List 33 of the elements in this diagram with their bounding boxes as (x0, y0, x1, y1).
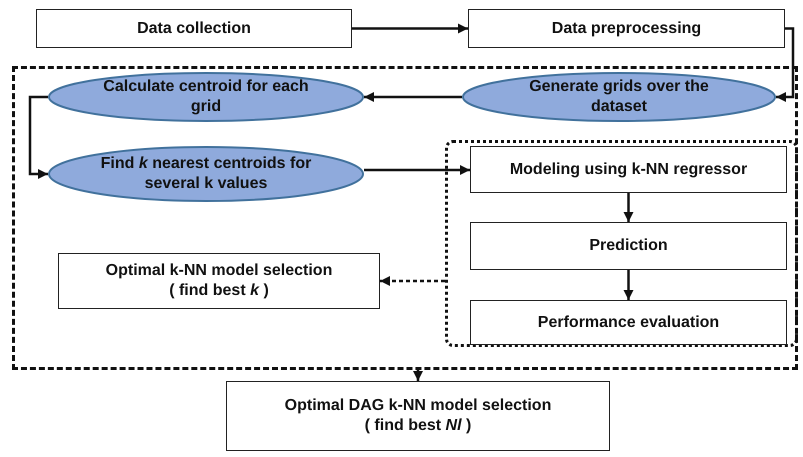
node-label: Data preprocessing (550, 18, 702, 38)
node-label: Calculate centroid for each grid (102, 77, 310, 117)
arrow (624, 193, 634, 222)
arrow (776, 27, 794, 102)
node-label: Optimal k-NN model selection (104, 261, 334, 281)
process-box (470, 146, 787, 193)
node-label: ( find best k ) (168, 281, 270, 301)
arrow (380, 276, 445, 286)
node-label: Prediction (588, 236, 669, 256)
node-label: Modeling using k-NN regressor (508, 160, 748, 180)
process-box (226, 381, 610, 451)
node-label: Performance evaluation (536, 312, 720, 332)
arrow (624, 270, 634, 300)
process-box (470, 222, 787, 270)
node-label: Optimal DAG k-NN model selection (284, 396, 552, 416)
node-label: Generate grids over the dataset (528, 77, 710, 117)
dotted-group-box (445, 140, 798, 347)
node-label: ( find best Nl ) (364, 416, 472, 436)
process-box (470, 300, 787, 345)
process-ellipse (48, 72, 364, 122)
arrow (364, 92, 462, 102)
arrow (28, 96, 48, 179)
process-box (36, 9, 352, 48)
arrow (352, 24, 468, 34)
process-ellipse (48, 146, 364, 202)
dashed-group-box (12, 66, 798, 370)
node-label: Data collection (136, 18, 252, 38)
process-box (58, 253, 380, 309)
process-ellipse (462, 72, 776, 122)
node-label: Find k nearest centroids for several k values (100, 154, 312, 194)
process-box (468, 9, 785, 48)
arrow (364, 165, 470, 175)
arrow (413, 370, 423, 381)
